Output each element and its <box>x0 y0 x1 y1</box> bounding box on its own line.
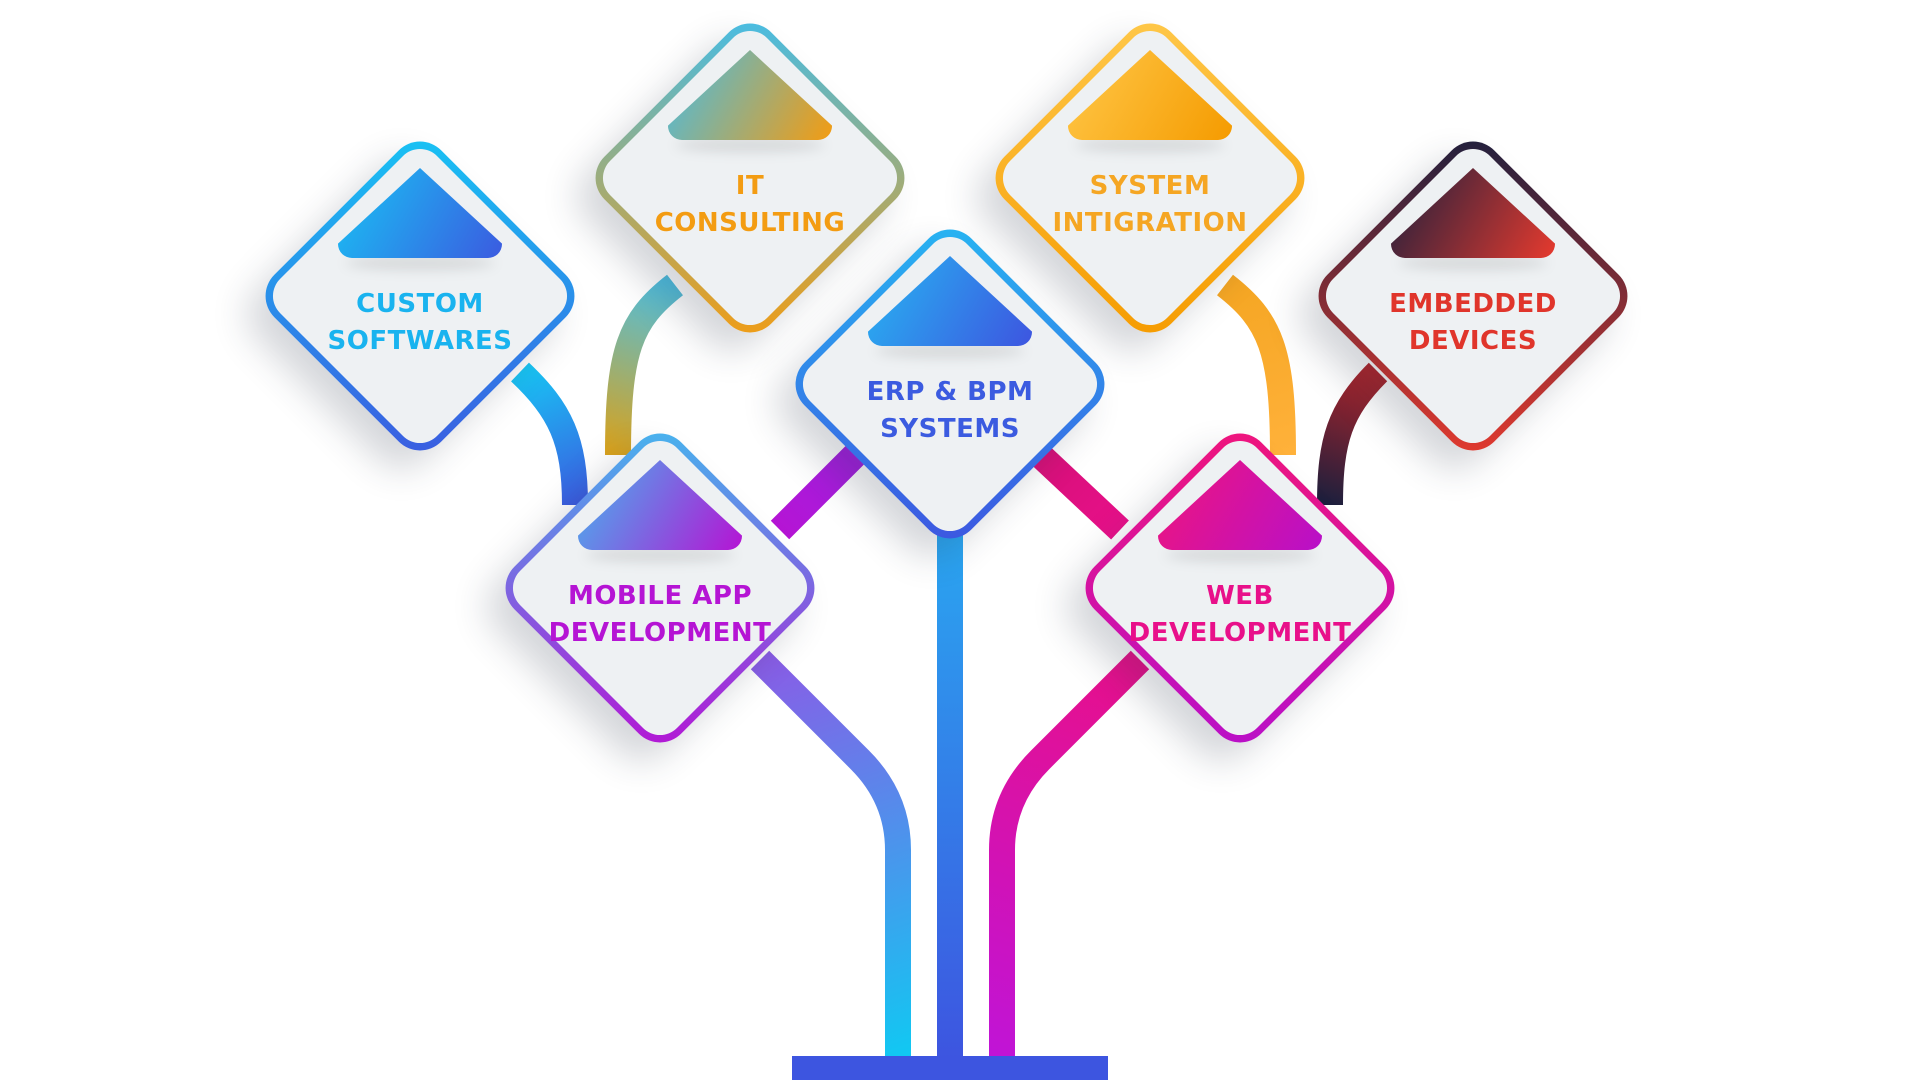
node-label: ERP & BPM SYSTEMS <box>802 374 1098 448</box>
node-label: MOBILE APP DEVELOPMENT <box>512 578 808 652</box>
node-label: CUSTOM SOFTWARES <box>272 286 568 360</box>
node-erp-bpm: ERP & BPM SYSTEMS <box>782 216 1118 552</box>
node-it-consulting: IT CONSULTING <box>582 10 918 346</box>
node-label: WEB DEVELOPMENT <box>1092 578 1388 652</box>
node-custom-softwares: CUSTOM SOFTWARES <box>252 128 588 464</box>
cap-shadow <box>1398 256 1548 270</box>
wire-system-integration <box>1216 274 1296 456</box>
cap-shadow <box>875 344 1025 358</box>
node-label-line: ERP & BPM <box>866 377 1034 407</box>
node-embedded-devices: EMBEDDED DEVICES <box>1305 128 1641 464</box>
wire-mobile-trunk <box>750 650 911 1058</box>
node-label-line: WEB <box>1206 581 1274 611</box>
node-label-line: INTIGRATION <box>1052 208 1248 238</box>
node-label: IT CONSULTING <box>602 168 898 242</box>
node-label-line: SOFTWARES <box>327 326 513 356</box>
node-label-line: CUSTOM <box>356 289 484 319</box>
tree-base <box>792 1056 1108 1080</box>
cap-shadow <box>345 256 495 270</box>
node-system-integration: SYSTEM INTIGRATION <box>982 10 1318 346</box>
cap-shadow <box>1075 138 1225 152</box>
node-label: SYSTEM INTIGRATION <box>1002 168 1298 242</box>
node-label-line: SYSTEMS <box>880 414 1020 444</box>
node-label-line: DEVELOPMENT <box>1128 618 1352 648</box>
node-label-line: DEVELOPMENT <box>548 618 772 648</box>
wire-custom-softwares <box>511 362 588 506</box>
node-label-line: EMBEDDED <box>1389 289 1557 319</box>
cap-shadow <box>1165 548 1315 562</box>
node-label-line: MOBILE APP <box>567 581 753 611</box>
wire-web-trunk <box>989 650 1150 1058</box>
wire-it-consulting <box>605 274 684 456</box>
node-label: EMBEDDED DEVICES <box>1325 286 1621 360</box>
wire-mobile-to-erp <box>770 440 870 540</box>
node-mobile-app: MOBILE APP DEVELOPMENT <box>492 420 828 756</box>
node-web-development: WEB DEVELOPMENT <box>1072 420 1408 756</box>
wire-embedded-devices <box>1317 362 1388 506</box>
node-label-line: SYSTEM <box>1089 171 1211 201</box>
node-label-line: DEVICES <box>1408 326 1538 356</box>
node-label-line: CONSULTING <box>654 208 846 238</box>
cap-shadow <box>675 138 825 152</box>
cap-shadow <box>585 548 735 562</box>
node-label-line: IT <box>735 171 765 201</box>
wire-erp-to-web <box>1031 445 1129 540</box>
